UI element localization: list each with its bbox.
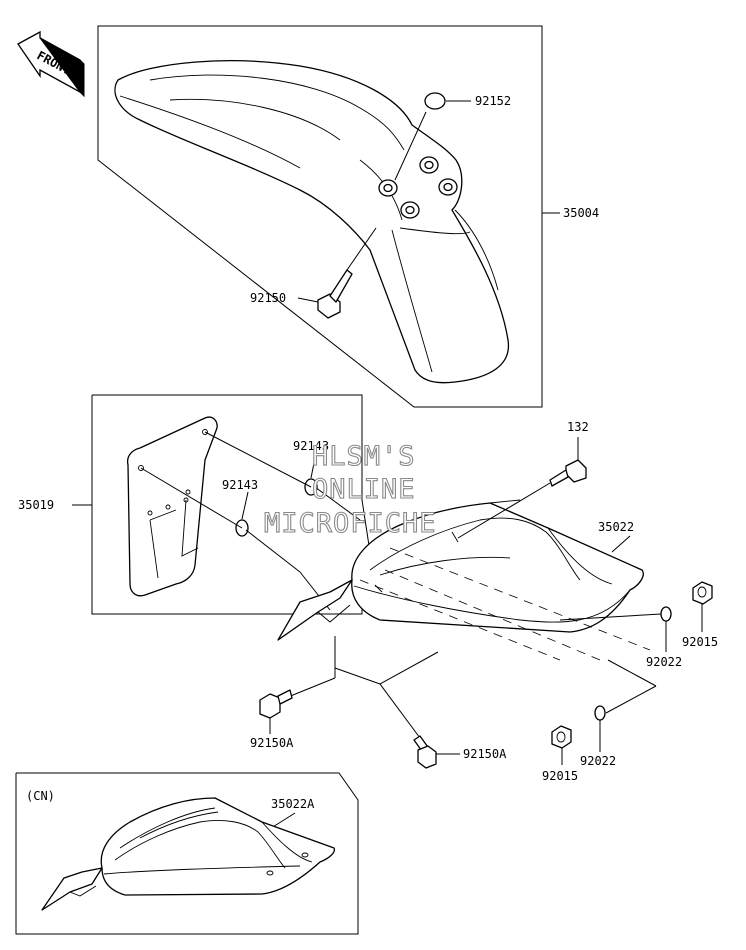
- part-label-92022-lower[interactable]: 92022: [580, 754, 616, 768]
- part-label-35022[interactable]: 35022: [598, 520, 634, 534]
- cn-variant-box: [15, 772, 359, 935]
- part-label-92150A-right[interactable]: 92150A: [463, 747, 507, 761]
- part-label-92022-right[interactable]: 92022: [646, 655, 682, 669]
- part-label-92150[interactable]: 92150: [250, 291, 286, 305]
- part-label-35022A[interactable]: 35022A: [271, 797, 315, 811]
- washer-92022-right: [660, 606, 672, 622]
- part-label-132[interactable]: 132: [567, 420, 589, 434]
- watermark-line-3: MICROFICHE: [264, 508, 437, 539]
- front-fender: [114, 60, 510, 384]
- variant-tag: (CN): [26, 789, 55, 803]
- washer-92022-lower: [594, 705, 606, 721]
- part-label-92152[interactable]: 92152: [475, 94, 511, 108]
- bolt-92150A-left: [259, 689, 293, 719]
- nut-92015-lower: [551, 725, 572, 749]
- part-label-92150A-left[interactable]: 92150A: [250, 736, 294, 750]
- bolt-92150: [317, 227, 377, 319]
- front-arrow-icon: FRONT: [17, 30, 85, 98]
- part-label-92143-upper[interactable]: 92143: [293, 439, 329, 453]
- watermark-line-2: ONLINE: [312, 474, 416, 505]
- bolt-92150A-right: [413, 735, 437, 769]
- watermark-line-1: HLSM'S: [312, 441, 416, 472]
- number-plate: [126, 416, 218, 597]
- rear-fender: [277, 499, 651, 661]
- part-label-35004[interactable]: 35004: [563, 206, 599, 220]
- rear-fender-cn: [41, 797, 336, 911]
- part-label-92015-right[interactable]: 92015: [682, 635, 718, 649]
- front-fender-box: [97, 25, 543, 408]
- part-label-35019[interactable]: 35019: [18, 498, 54, 512]
- part-label-92143-lower[interactable]: 92143: [222, 478, 258, 492]
- part-label-92015-lower[interactable]: 92015: [542, 769, 578, 783]
- nut-92015-right: [692, 581, 713, 605]
- bolt-132: [457, 459, 587, 539]
- watermark: HLSM'S ONLINE MICROFICHE: [263, 440, 437, 539]
- washer-92152: [424, 92, 446, 110]
